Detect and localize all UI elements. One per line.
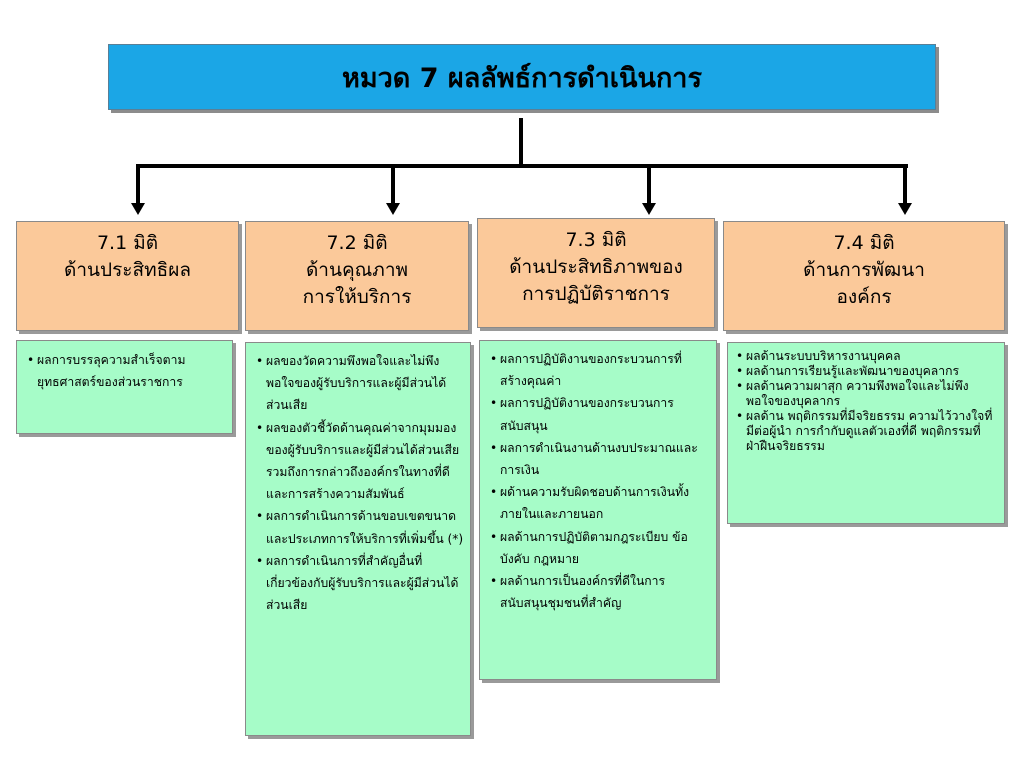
list-item: ผลการดำเนินการด้านขอบเขตขนาด และประเภทกา… (254, 505, 464, 549)
list-item: ผลด้านการเป็นองค์กรที่ดีในการสนับสนุนชุม… (488, 570, 708, 614)
heading-line: ด้านคุณภาพ (305, 259, 409, 281)
heading-line: ด้านประสิทธิภาพของ (509, 256, 683, 278)
heading-box-7-3: 7.3 มิติ ด้านประสิทธิภาพของ การปฏิบัติรา… (477, 218, 715, 328)
title-box: หมวด 7 ผลลัพธ์การดำเนินการ (108, 44, 936, 110)
list-item: ผลด้าน พฤติกรรมที่มีจริยธรรม ความไว้วางใ… (734, 409, 996, 454)
heading-line: 7.2 มิติ (326, 232, 388, 254)
list-item: ผลด้านการเรียนรู้และพัฒนาของบุคลากร (734, 364, 996, 379)
list-item: ผลการปฏิบัติงานของกระบวนการที่สร้างคุณค่… (488, 348, 708, 392)
heading-line: 7.4 มิติ (833, 232, 895, 254)
arrowhead-3 (642, 203, 656, 215)
items-box-7-2: ผลของวัดความพึงพอใจและไม่พึงพอใจของผู้รั… (245, 342, 471, 736)
heading-line: การปฏิบัติราชการ (522, 283, 670, 305)
heading-line: องค์กร (836, 286, 892, 308)
connector-branch-3 (647, 164, 651, 204)
arrowhead-2 (386, 203, 400, 215)
list-item: ผลของตัวชี้วัดด้านคุณค่าจากมุมมองของผู้ร… (254, 417, 464, 506)
items-list: ผลการปฏิบัติงานของกระบวนการที่สร้างคุณค่… (488, 348, 708, 614)
items-box-7-3: ผลการปฏิบัติงานของกระบวนการที่สร้างคุณค่… (479, 340, 717, 680)
list-item: ผลการดำเนินงานด้านงบประมาณและการเงิน (488, 437, 708, 481)
diagram-title: หมวด 7 ผลลัพธ์การดำเนินการ (342, 62, 702, 94)
heading-line: ด้านการพัฒนา (803, 259, 925, 281)
list-item: ผลด้านการปฏิบัติตามกฎระเบียบ ข้อบังคับ ก… (488, 526, 708, 570)
heading-box-7-2: 7.2 มิติ ด้านคุณภาพ การให้บริการ (245, 221, 469, 331)
items-list: ผลด้านระบบบริหารงานบุคคล ผลด้านการเรียนร… (734, 349, 996, 454)
arrowhead-4 (898, 203, 912, 215)
heading-line: ด้านประสิทธิผล (64, 259, 191, 281)
list-item: ผลการดำเนินการที่สำคัญอื่นที่เกี่ยวข้องก… (254, 550, 464, 617)
connector-branch-2 (391, 164, 395, 204)
list-item: ผลการปฏิบัติงานของกระบวนการสนับสนุน (488, 392, 708, 436)
heading-box-7-4: 7.4 มิติ ด้านการพัฒนา องค์กร (723, 221, 1005, 331)
heading-line: 7.1 มิติ (96, 232, 159, 254)
items-box-7-1: ผลการบรรลุความสำเร็จตามยุทธศาสตร์ของส่วน… (16, 340, 233, 434)
items-box-7-4: ผลด้านระบบบริหารงานบุคคล ผลด้านการเรียนร… (727, 342, 1005, 524)
items-list: ผลการบรรลุความสำเร็จตามยุทธศาสตร์ของส่วน… (25, 349, 226, 393)
connector-trunk (519, 118, 523, 166)
connector-bar (136, 164, 908, 168)
connector-branch-1 (136, 164, 140, 204)
heading-line: 7.3 มิติ (565, 229, 627, 251)
heading-box-7-1: 7.1 มิติ ด้านประสิทธิผล (16, 221, 239, 331)
list-item: ผลของวัดความพึงพอใจและไม่พึงพอใจของผู้รั… (254, 350, 464, 417)
list-item: ผลด้านระบบบริหารงานบุคคล (734, 349, 996, 364)
connector-branch-4 (903, 164, 907, 204)
heading-line: การให้บริการ (302, 286, 412, 308)
items-list: ผลของวัดความพึงพอใจและไม่พึงพอใจของผู้รั… (254, 350, 464, 616)
list-item: ผลการบรรลุความสำเร็จตามยุทธศาสตร์ของส่วน… (25, 349, 226, 393)
arrowhead-1 (131, 203, 145, 215)
list-item: ผด้านความรับผิดชอบด้านการเงินทั้งภายในแล… (488, 481, 708, 525)
list-item: ผลด้านความผาสุก ความพึงพอใจและไม่พึงพอใจ… (734, 379, 996, 409)
